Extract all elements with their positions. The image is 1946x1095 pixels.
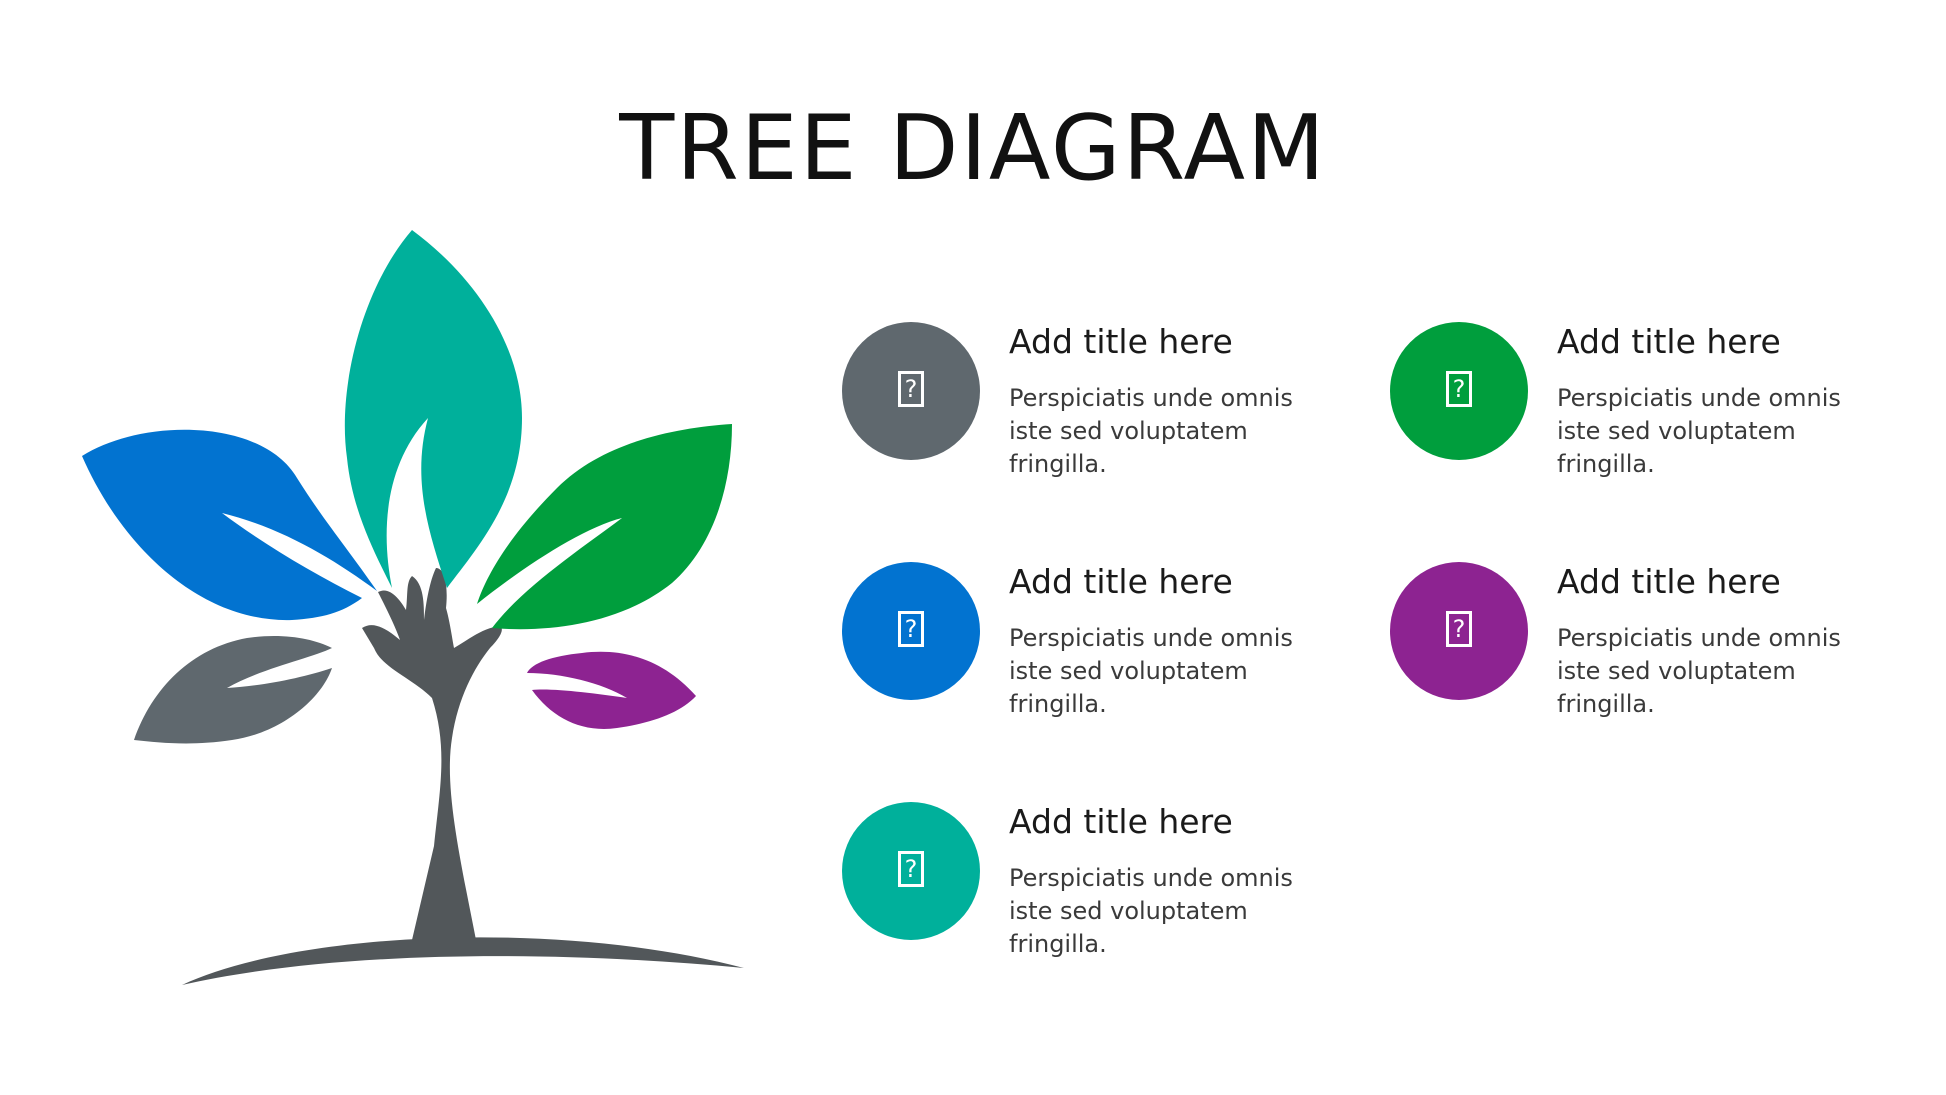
item-title: Add title here bbox=[1009, 322, 1233, 361]
trunk-hand bbox=[362, 568, 502, 940]
placeholder-icon: ? bbox=[898, 611, 924, 647]
item-description: Perspiciatis unde omnis iste sed volupta… bbox=[1009, 624, 1293, 718]
gray-leaf bbox=[134, 636, 332, 744]
placeholder-icon: ? bbox=[898, 371, 924, 407]
info-item: ? Add title here Perspiciatis unde omnis… bbox=[1390, 562, 1910, 742]
info-item: ? Add title here Perspiciatis unde omnis… bbox=[1390, 322, 1910, 502]
item-circle: ? bbox=[1390, 322, 1528, 460]
item-title: Add title here bbox=[1557, 562, 1781, 601]
info-item: ? Add title here Perspiciatis unde omnis… bbox=[842, 562, 1362, 742]
item-circle: ? bbox=[842, 322, 980, 460]
info-item: ? Add title here Perspiciatis unde omnis… bbox=[842, 322, 1362, 502]
page-title: TREE DIAGRAM bbox=[619, 96, 1327, 201]
placeholder-icon: ? bbox=[898, 851, 924, 887]
item-description: Perspiciatis unde omnis iste sed volupta… bbox=[1557, 384, 1841, 478]
item-description: Perspiciatis unde omnis iste sed volupta… bbox=[1009, 864, 1293, 958]
purple-leaf bbox=[527, 651, 696, 729]
item-title: Add title here bbox=[1557, 322, 1781, 361]
item-title: Add title here bbox=[1009, 802, 1233, 841]
item-description: Perspiciatis unde omnis iste sed volupta… bbox=[1009, 384, 1293, 478]
tree-illustration bbox=[82, 230, 744, 985]
item-description: Perspiciatis unde omnis iste sed volupta… bbox=[1557, 624, 1841, 718]
teal-leaf bbox=[344, 230, 522, 588]
blue-leaf bbox=[82, 429, 377, 621]
placeholder-icon: ? bbox=[1446, 371, 1472, 407]
item-circle: ? bbox=[842, 802, 980, 940]
item-circle: ? bbox=[1390, 562, 1528, 700]
ground bbox=[182, 937, 744, 985]
green-leaf bbox=[477, 424, 732, 630]
item-circle: ? bbox=[842, 562, 980, 700]
item-title: Add title here bbox=[1009, 562, 1233, 601]
placeholder-icon: ? bbox=[1446, 611, 1472, 647]
info-item: ? Add title here Perspiciatis unde omnis… bbox=[842, 802, 1362, 982]
